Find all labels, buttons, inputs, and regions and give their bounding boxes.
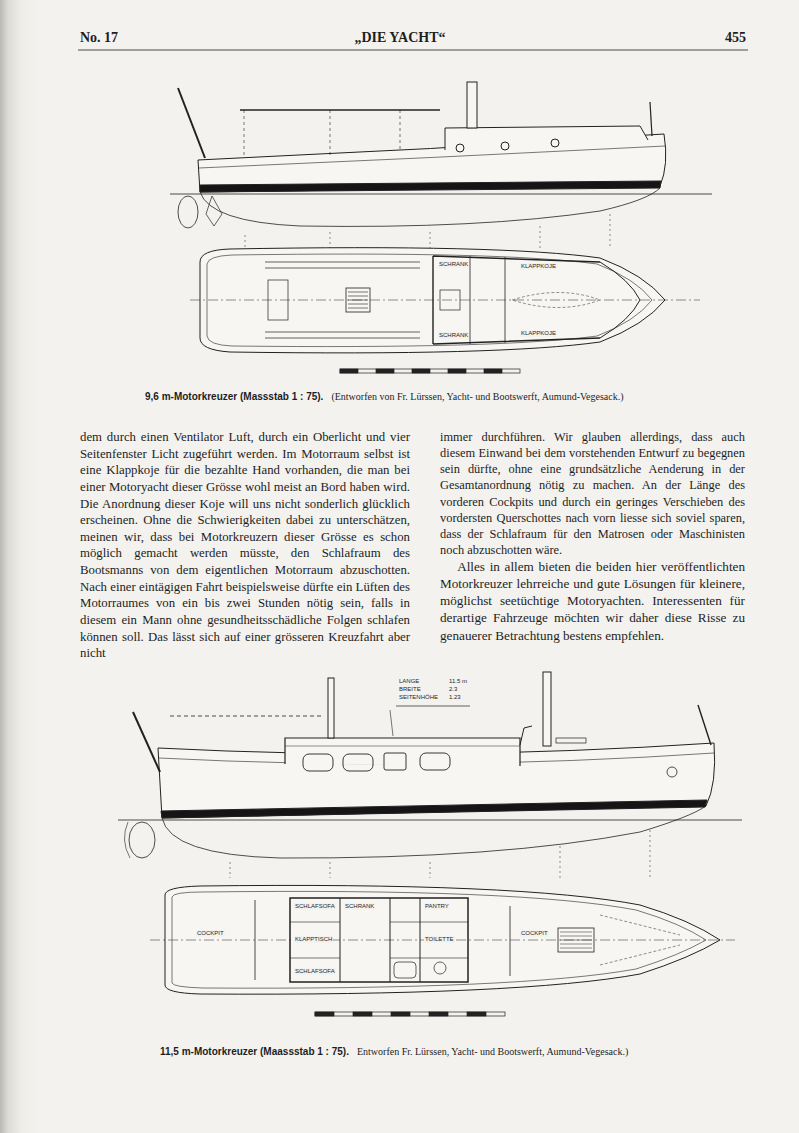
room-label: KLAPPTISCH — [294, 936, 333, 943]
figure-caption: 9,6 m-Motorkreuzer (Massstab 1 : 75). — [145, 391, 323, 402]
room-label: TOILETTE — [424, 936, 455, 943]
dimension-value: 2.3 — [448, 686, 458, 693]
room-label: SCHLAFSOFA — [294, 903, 336, 910]
room-label: COCKPIT — [196, 930, 225, 937]
profile-11-5m — [118, 672, 742, 878]
body-text: immer durchführen. Wir glauben allerding… — [440, 429, 745, 558]
dimension-label: SEITENHÖHE — [398, 694, 439, 701]
room-label: PANTRY — [424, 903, 450, 910]
room-label: SCHRANK — [344, 903, 375, 910]
scale-bar — [340, 369, 520, 373]
figure-caption: (Entworfen von Fr. Lürssen, Yacht- und B… — [331, 391, 623, 402]
room-label: KLAPPKOJE — [520, 263, 557, 270]
room-label: SCHRANK — [438, 261, 469, 268]
plan-9-6m — [190, 248, 700, 353]
room-label: SCHLAFSOFA — [294, 968, 336, 975]
page-number: No. 17 — [80, 30, 118, 46]
dimension-value: 11.5 m — [448, 678, 468, 685]
room-label: SCHRANK — [438, 332, 469, 339]
room-label: COCKPIT — [520, 930, 549, 937]
plan-11-5m — [150, 885, 735, 994]
dimension-label: BREITE — [398, 686, 422, 693]
dimension-label: LANGE — [398, 678, 420, 685]
scale-bar — [315, 1012, 505, 1016]
page-number: 455 — [690, 30, 746, 46]
figure-caption: Entworfen Fr. Lürssen, Yacht- und Bootsw… — [357, 1046, 628, 1057]
room-label: KLAPPKOJE — [520, 330, 557, 337]
body-text: dem durch einen Ventilator Luft, durch e… — [80, 429, 410, 662]
figure-caption: 11,5 m-Motorkreuzer (Maassstab 1 : 75). — [160, 1046, 349, 1057]
header-rule — [78, 50, 748, 51]
body-text: Alles in allem bieten die beiden hier ve… — [440, 558, 745, 644]
dimension-value: 1.23 — [448, 694, 462, 701]
running-head: „DIE YACHT“ — [290, 30, 510, 46]
profile-9-6m — [170, 82, 712, 248]
